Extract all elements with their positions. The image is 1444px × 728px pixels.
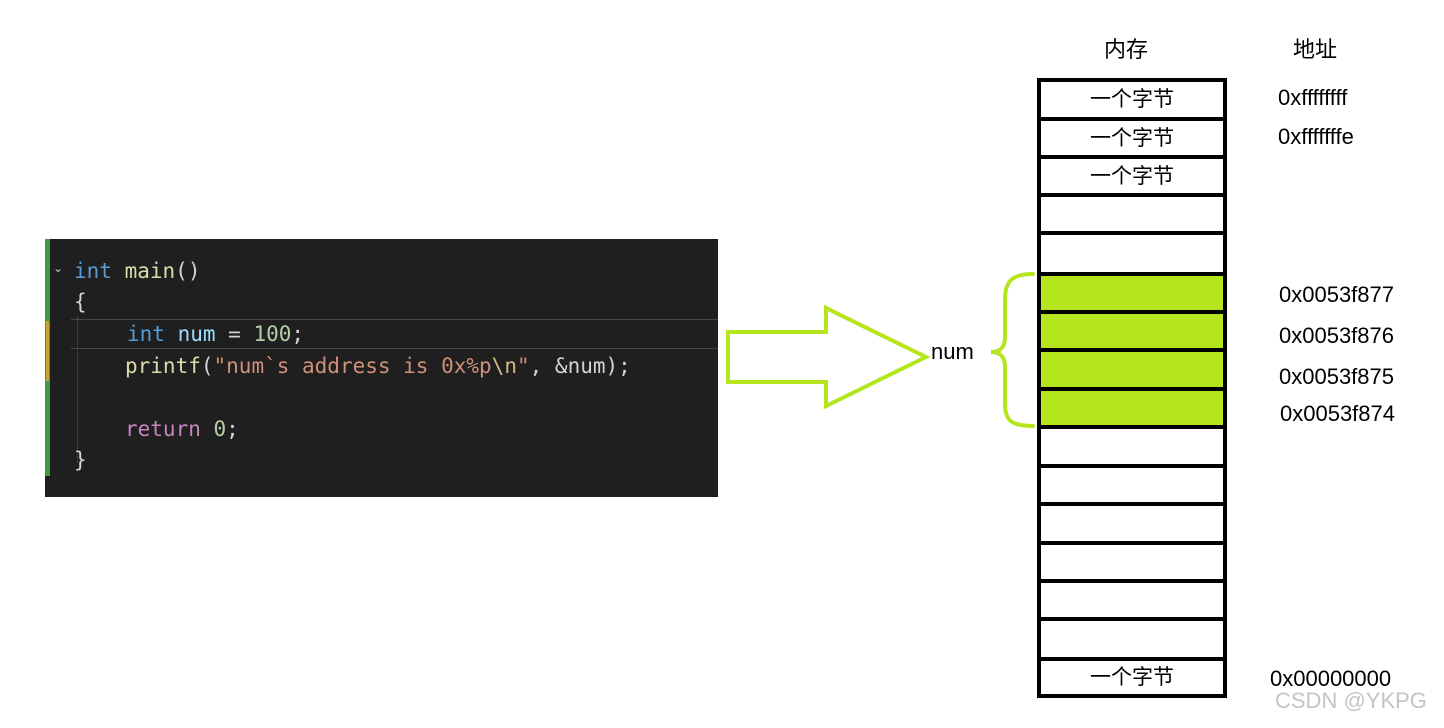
memory-cell: 一个字节: [1041, 159, 1223, 193]
code-token: }: [74, 448, 87, 472]
memory-column: 一个字节一个字节一个字节一个字节: [1037, 78, 1227, 698]
code-token: num: [567, 354, 606, 378]
code-editor-panel: ⌄ int main() { int num = 100; printf("nu…: [45, 239, 718, 497]
code-token: \n: [491, 354, 517, 378]
address-label: 0x0053f877: [1279, 282, 1394, 307]
address-label: 0xffffffff: [1278, 85, 1348, 110]
memory-cell: [1041, 621, 1223, 657]
code-line-1: int main(): [74, 257, 200, 285]
fold-chevron-icon[interactable]: ⌄: [53, 261, 64, 275]
memory-cell: [1041, 468, 1223, 502]
memory-cell: [1041, 506, 1223, 541]
memory-cell: [1041, 197, 1223, 231]
memory-cell-num-byte: [1041, 352, 1223, 387]
code-token: printf: [125, 354, 201, 378]
code-line-2: {: [74, 288, 87, 316]
watermark: CSDN @YKPG: [1275, 688, 1427, 713]
address-label: 0xfffffffe: [1278, 124, 1354, 149]
address-label: 0x00000000: [1270, 666, 1392, 691]
code-token: , &: [529, 354, 568, 378]
code-token: 0: [213, 417, 227, 441]
indent-guide: [77, 317, 78, 463]
memory-cell: [1041, 235, 1223, 272]
memory-cell-num-byte: [1041, 314, 1223, 348]
code-token: (): [175, 259, 201, 283]
memory-cell-num-byte: [1041, 391, 1223, 425]
memory-cell: [1041, 429, 1223, 464]
right-arrow-icon: [726, 304, 931, 410]
memory-cell: 一个字节: [1041, 82, 1223, 117]
address-label: 0x0053f875: [1279, 364, 1394, 389]
code-token: =: [215, 322, 254, 346]
code-token: main: [124, 259, 176, 283]
code-token: int: [127, 322, 165, 346]
code-line-6: }: [74, 446, 87, 474]
code-line-3: int num = 100;: [127, 320, 304, 348]
code-token: ": [516, 354, 530, 378]
memory-cell: [1041, 545, 1223, 579]
code-token: ;: [226, 417, 239, 441]
code-token: (: [200, 354, 214, 378]
gutter-modified-marker: [46, 321, 49, 381]
memory-cell: [1041, 583, 1223, 617]
memory-cell: 一个字节: [1041, 661, 1223, 694]
current-line-highlight: [71, 319, 718, 349]
address-header: 地址: [1293, 38, 1338, 63]
code-token: ;: [291, 322, 305, 346]
address-label: 0x0053f874: [1280, 401, 1395, 426]
num-variable-label: num: [931, 339, 974, 364]
code-token: {: [74, 290, 87, 314]
code-line-4: printf("num`s address is 0x%p\n", &num);: [125, 352, 631, 380]
code-token: return: [125, 417, 201, 441]
code-token: );: [605, 354, 631, 378]
code-token: int: [74, 259, 112, 283]
code-token: 100: [253, 322, 292, 346]
code-token: num: [177, 322, 216, 346]
curly-brace-icon: [990, 272, 1035, 428]
memory-cell: 一个字节: [1041, 121, 1223, 155]
code-token: "num`s address is 0x%p: [213, 354, 492, 378]
memory-cell-num-byte: [1041, 276, 1223, 310]
address-label: 0x0053f876: [1279, 323, 1394, 348]
memory-header: 内存: [1104, 38, 1149, 63]
code-line-5: return 0;: [125, 415, 239, 443]
